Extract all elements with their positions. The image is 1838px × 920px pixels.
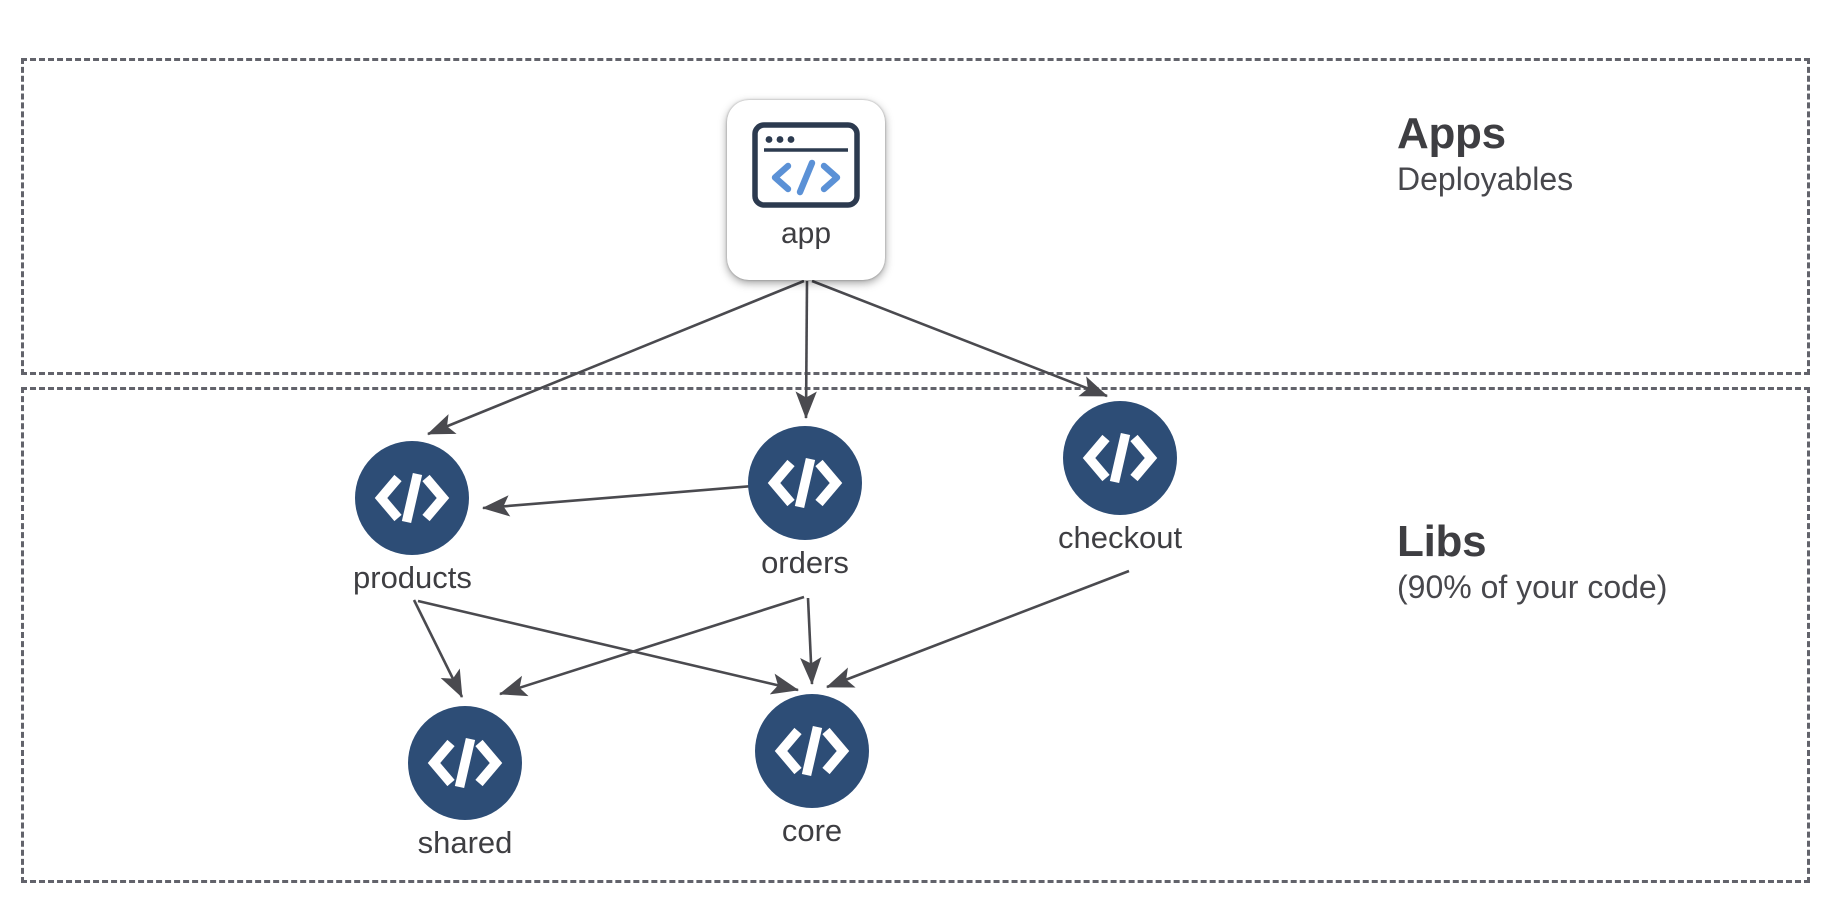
node-core[interactable]: core <box>755 694 869 846</box>
node-products[interactable]: products <box>353 441 472 593</box>
zone-apps <box>21 58 1810 375</box>
node-orders-label: orders <box>761 545 849 580</box>
code-icon <box>408 706 522 820</box>
code-icon <box>748 426 862 540</box>
code-icon <box>355 441 470 555</box>
node-checkout-label: checkout <box>1058 520 1183 555</box>
code-icon <box>1063 401 1178 515</box>
node-shared[interactable]: shared <box>408 706 522 858</box>
node-app[interactable]: app <box>727 100 885 280</box>
browser-code-icon <box>752 122 860 213</box>
node-orders[interactable]: orders <box>748 426 862 578</box>
zone-caption-apps: Apps Deployables <box>1397 110 1573 199</box>
node-core-label: core <box>781 813 843 848</box>
code-icon <box>755 694 869 808</box>
zone-caption-libs: Libs (90% of your code) <box>1397 518 1667 607</box>
node-app-label: app <box>780 217 832 250</box>
zone-apps-title: Apps <box>1397 109 1506 158</box>
node-checkout[interactable]: checkout <box>1058 401 1182 553</box>
zone-libs-subtitle: (90% of your code) <box>1397 568 1668 605</box>
zone-libs <box>21 387 1810 883</box>
node-shared-label: shared <box>417 825 513 860</box>
zone-libs-title: Libs <box>1397 517 1487 566</box>
node-products-label: products <box>353 560 472 595</box>
zone-apps-subtitle: Deployables <box>1397 160 1574 197</box>
